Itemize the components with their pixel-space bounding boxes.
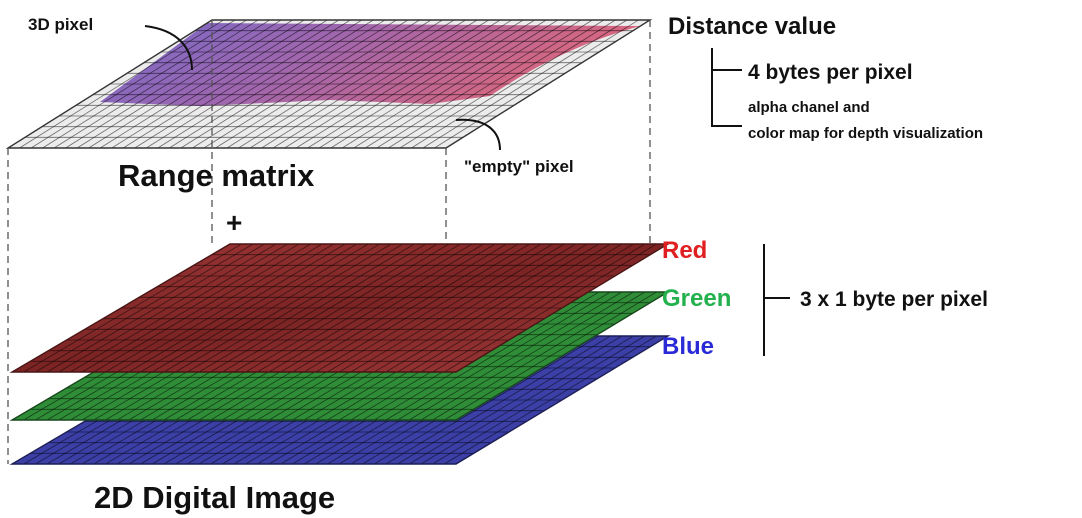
label-3d-pixel: 3D pixel bbox=[28, 15, 93, 34]
label-empty-pixel: "empty" pixel bbox=[464, 157, 574, 176]
leader-curve-icon bbox=[455, 118, 501, 151]
label-alpha-line2: color map for depth visualization bbox=[748, 125, 983, 142]
label-green: Green bbox=[662, 285, 731, 312]
label-alpha-line1: alpha chanel and bbox=[748, 99, 870, 116]
label-2d-digital-image: 2D Digital Image bbox=[94, 480, 335, 515]
label-distance-value: Distance value bbox=[668, 13, 836, 40]
dashed-guides bbox=[7, 20, 651, 464]
label-red: Red bbox=[662, 237, 707, 264]
grid-icon bbox=[23, 243, 657, 373]
bracket-icon bbox=[763, 244, 790, 356]
grid-icon bbox=[19, 19, 639, 149]
range-matrix-layer bbox=[5, 19, 653, 149]
label-blue: Blue bbox=[662, 333, 714, 360]
label-4-bytes: 4 bytes per pixel bbox=[748, 61, 913, 84]
label-3x1-bytes: 3 x 1 byte per pixel bbox=[800, 288, 988, 311]
red-channel-layer bbox=[9, 243, 671, 373]
leader-curve-icon bbox=[144, 25, 193, 71]
label-plus: + bbox=[226, 207, 242, 238]
bracket-icon bbox=[711, 48, 742, 127]
label-range-matrix: Range matrix bbox=[118, 158, 315, 193]
